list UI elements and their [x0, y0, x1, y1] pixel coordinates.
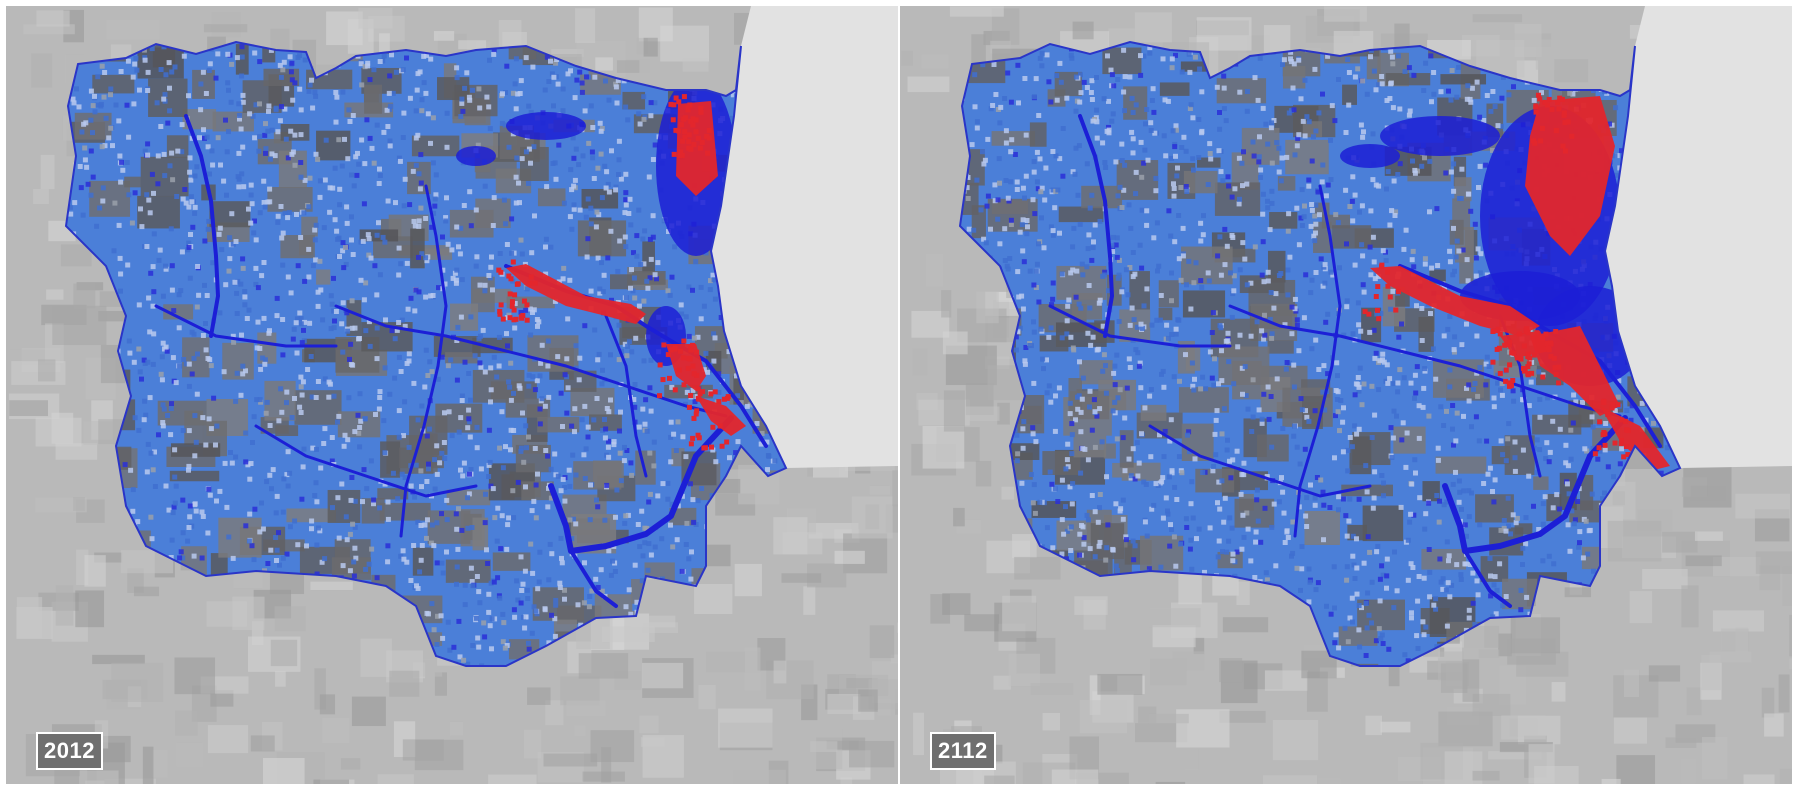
- inundation-red: [1362, 92, 1670, 471]
- sea-area: [711, 6, 898, 468]
- map-canvas-left: [6, 6, 898, 784]
- study-region: [960, 42, 1680, 666]
- inundation-red: [496, 94, 746, 451]
- region-outline: [64, 40, 788, 667]
- map-canvas-right: [900, 6, 1792, 784]
- river-network: [1048, 114, 1662, 608]
- year-label-left: 2012: [36, 732, 103, 770]
- map-panel-left[interactable]: 2012: [6, 6, 898, 784]
- map-panel-right[interactable]: 2112: [900, 6, 1792, 784]
- region-outline: [958, 40, 1682, 667]
- year-label-right: 2112: [930, 732, 996, 770]
- sea-area: [1605, 6, 1792, 468]
